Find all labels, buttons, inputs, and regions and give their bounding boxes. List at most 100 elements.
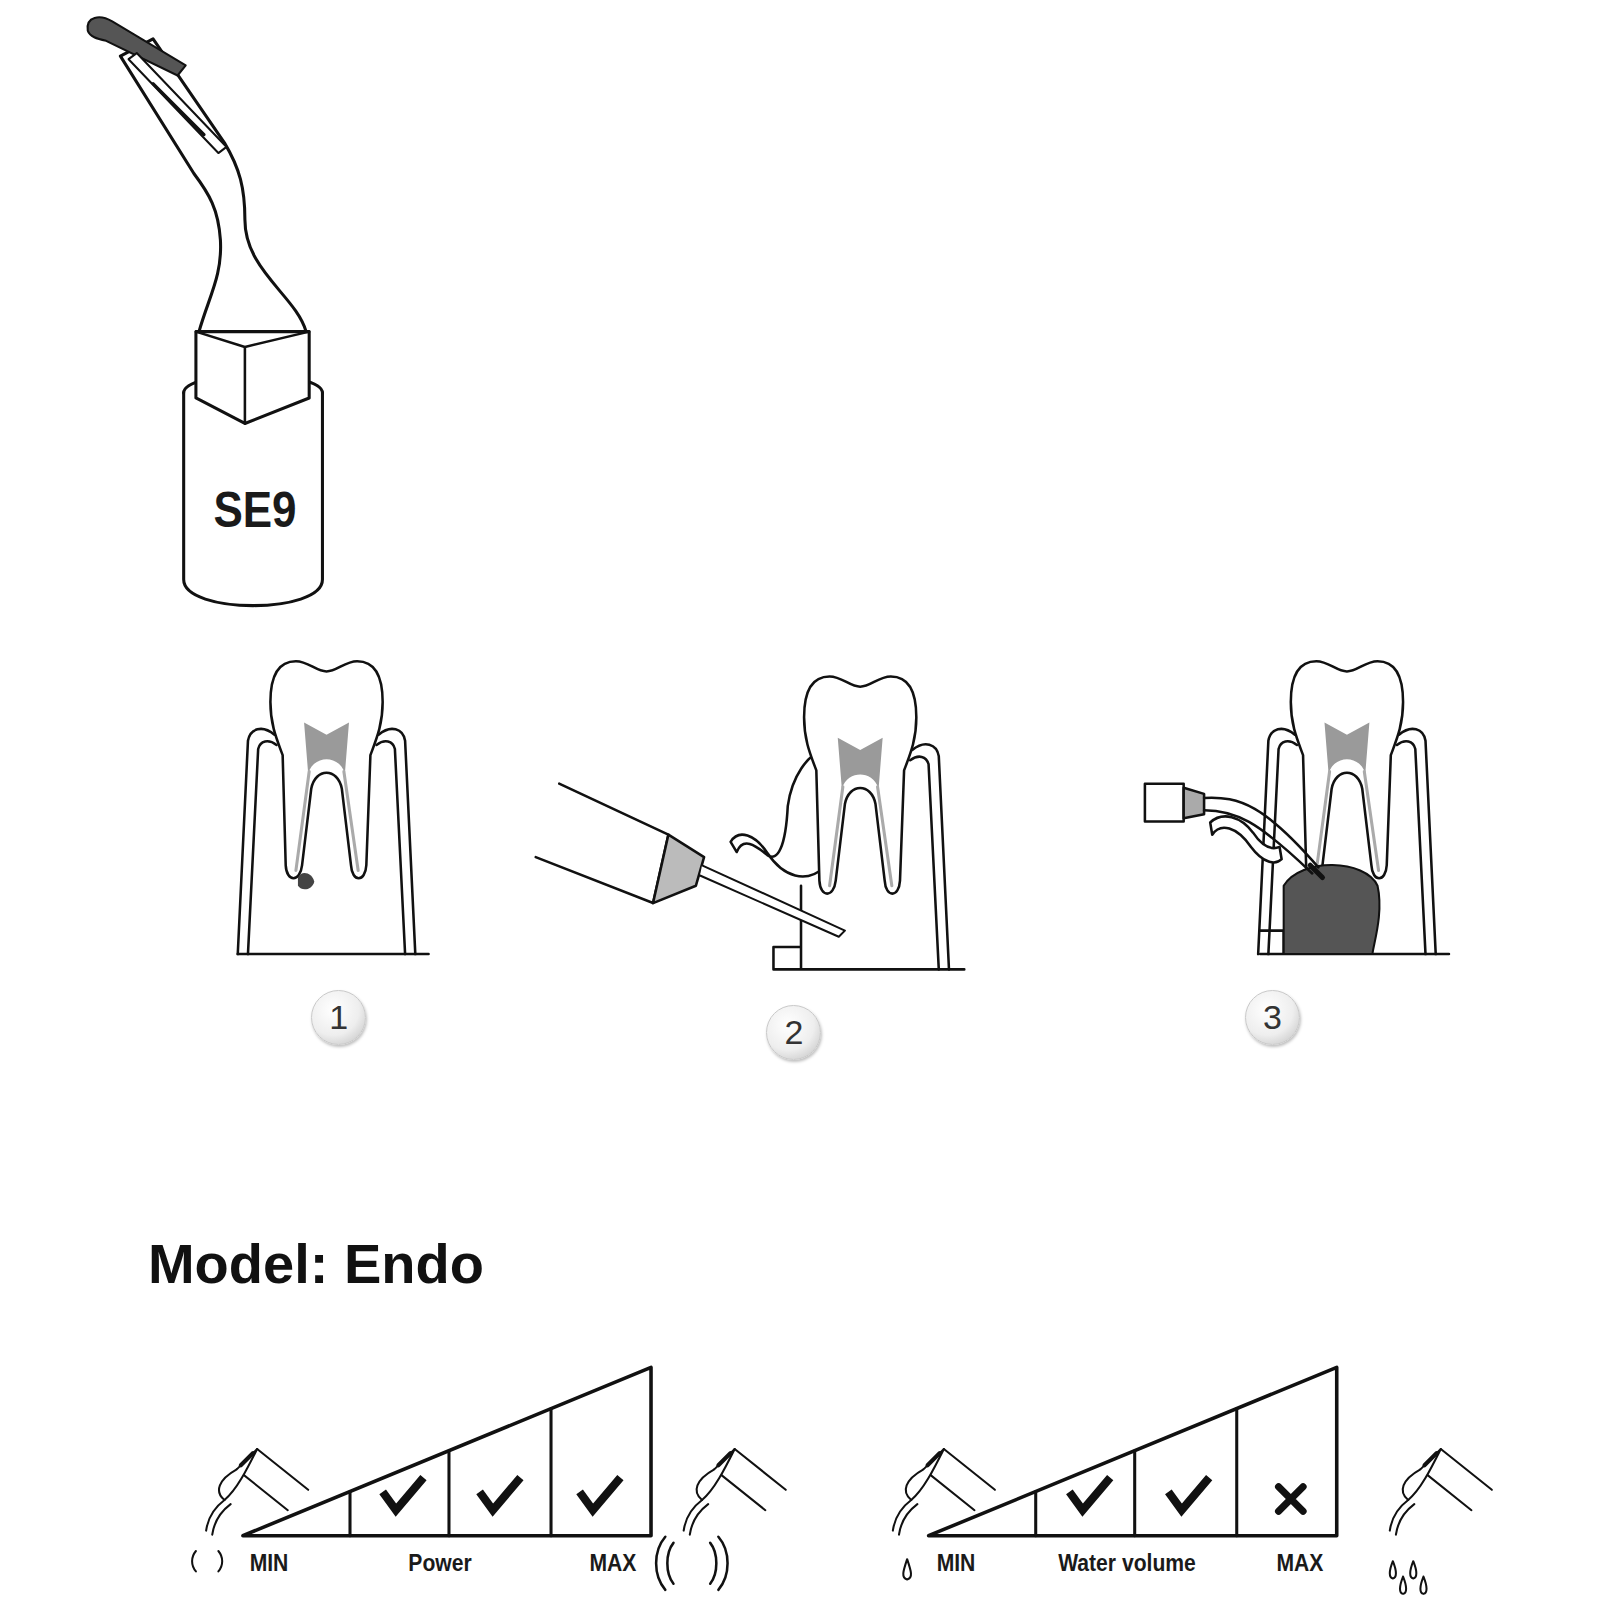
tip-neck <box>120 39 306 332</box>
vibration-high <box>656 1537 727 1590</box>
handpiece-icon <box>684 1449 786 1535</box>
water-drop <box>903 1559 911 1579</box>
handpiece-cone <box>219 1449 257 1500</box>
water-drop <box>1400 1577 1406 1594</box>
handpiece-cone <box>906 1449 944 1500</box>
water-drop <box>1390 1561 1396 1578</box>
handpiece <box>1145 784 1184 822</box>
scale-divider <box>447 1451 450 1536</box>
tooth-outline <box>804 677 916 894</box>
handpiece-body <box>237 1449 308 1510</box>
tip-sleeve <box>184 393 323 606</box>
bone-line <box>910 757 939 970</box>
handpiece-body <box>923 1449 994 1510</box>
root-canal <box>830 787 892 886</box>
model-code: SE9 <box>214 481 297 539</box>
root-canal <box>296 771 358 870</box>
scale-label: MAX <box>590 1549 637 1577</box>
handpiece-tip <box>1390 1500 1414 1535</box>
callout-text: 2 <box>784 1013 803 1052</box>
handpiece-ring <box>1424 1453 1436 1465</box>
step-3 <box>1145 661 1449 954</box>
pulp-chamber <box>838 738 883 789</box>
bone-cavity <box>1284 865 1380 954</box>
tooth-outline <box>270 661 382 878</box>
scale-divider <box>1133 1451 1136 1536</box>
scale-triangle <box>243 1367 651 1535</box>
handpiece-tip <box>206 1500 230 1535</box>
callout-text: 3 <box>1263 998 1282 1037</box>
check-mark <box>580 1478 621 1511</box>
tooth <box>270 661 382 878</box>
handpiece-nose <box>1184 788 1204 819</box>
handpiece-icon <box>206 1449 308 1535</box>
callout-number: 1 <box>311 990 366 1045</box>
root-canal <box>1316 771 1378 870</box>
check-mark <box>480 1478 521 1511</box>
scale-label: Water volume <box>1058 1549 1196 1577</box>
callout-number: 2 <box>766 1005 821 1060</box>
scale-label: MIN <box>250 1549 289 1577</box>
tip-hex <box>196 332 309 424</box>
handpiece-body <box>714 1449 785 1510</box>
tooth <box>1291 661 1403 878</box>
check-mark <box>1168 1478 1209 1511</box>
gum-line <box>1399 729 1436 954</box>
setting-scale <box>929 1367 1337 1535</box>
tooth-outline <box>1291 661 1403 878</box>
bone-base <box>773 886 964 970</box>
syringe-barrel <box>536 784 669 903</box>
tooth <box>804 677 916 894</box>
ultrasonic-tip <box>88 17 323 605</box>
needle <box>700 865 845 936</box>
water-drop <box>1420 1577 1426 1594</box>
bone-line <box>377 741 406 954</box>
water-drop <box>1410 1561 1416 1578</box>
handpiece-tip <box>893 1500 917 1535</box>
bone-base <box>238 953 429 956</box>
handpiece-cone <box>697 1449 735 1500</box>
gum-line <box>379 729 416 954</box>
cross-mark <box>1279 1487 1303 1511</box>
check-mark <box>383 1478 424 1511</box>
handpiece-tip <box>684 1500 708 1535</box>
pulp-chamber <box>1324 722 1369 773</box>
gum-flap <box>731 750 825 876</box>
gum-line <box>238 729 275 954</box>
vibration-low <box>192 1551 222 1571</box>
bone <box>910 744 949 969</box>
handpiece-icon <box>1390 1449 1492 1535</box>
tip-in-use <box>1204 798 1318 874</box>
scale-label: MAX <box>1277 1549 1324 1577</box>
pulp-chamber <box>304 722 349 773</box>
gum-flap <box>1210 816 1281 862</box>
scale-divider <box>549 1409 552 1536</box>
step-2 <box>536 677 965 970</box>
handpiece-ring <box>241 1453 253 1465</box>
handpiece-body <box>1420 1449 1491 1510</box>
tip-slot <box>129 53 227 153</box>
bone-line <box>248 741 277 954</box>
lesion <box>298 873 314 889</box>
gum-line <box>912 744 949 969</box>
setting-scale <box>243 1367 651 1535</box>
scale-label: MIN <box>937 1549 976 1577</box>
tip-end <box>1310 865 1322 877</box>
callout-text: 1 <box>329 998 348 1037</box>
bone-line <box>1397 741 1426 954</box>
callout-number: 3 <box>1245 990 1300 1045</box>
artwork <box>88 17 1492 1593</box>
scale-divider <box>348 1492 351 1536</box>
handpiece-ring <box>928 1453 940 1465</box>
check-mark <box>1069 1478 1110 1511</box>
handpiece-cone <box>1403 1449 1441 1500</box>
title: Model: Endo <box>148 1231 484 1296</box>
handpiece-icon <box>893 1449 995 1535</box>
tip-hex-edge <box>196 332 309 424</box>
step-1 <box>238 661 429 954</box>
handpiece-ring <box>718 1453 730 1465</box>
syringe-hub <box>653 835 704 903</box>
scale-label: Power <box>408 1549 471 1577</box>
